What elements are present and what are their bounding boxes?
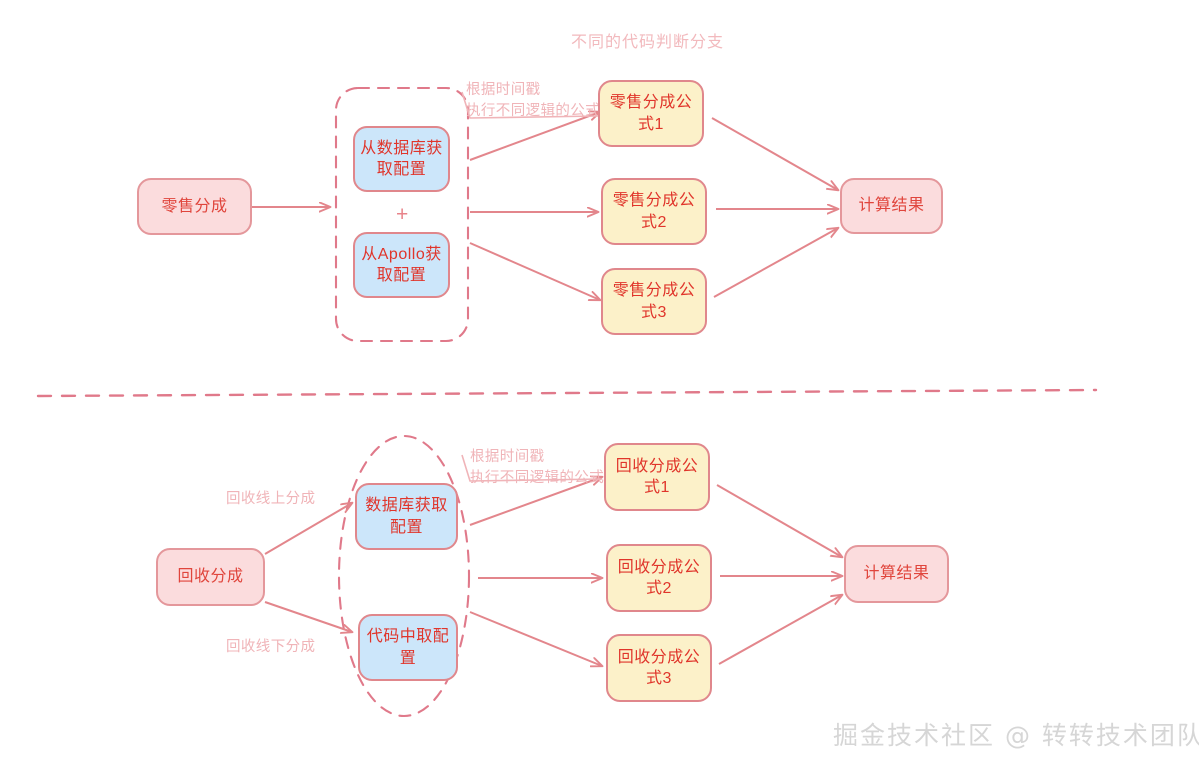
retail-source-node[interactable]: 零售分成	[137, 178, 252, 235]
edge-retail-group-to-formula3	[469, 242, 600, 300]
retail-config-node-apollo[interactable]: 从Apollo获取配置	[353, 232, 450, 298]
retail-config-database-label: 从数据库获取配置	[360, 139, 443, 178]
diagram-title-text: 不同的代码判断分支	[571, 34, 725, 51]
edge-recycle-formula3-to-result	[718, 595, 842, 665]
recycle-formula-1-label: 回收分成公式1	[615, 457, 699, 496]
recycle-formula-2-label: 回收分成公式2	[617, 558, 701, 597]
retail-formula-node-3[interactable]: 零售分成公式3	[601, 268, 707, 335]
recycle-result-node[interactable]: 计算结果	[844, 545, 949, 603]
recycle-config-database-label: 数据库获取配置	[365, 497, 448, 536]
edge-retail-formula1-to-result	[711, 117, 838, 190]
recycle-formula-3-label: 回收分成公式3	[617, 648, 701, 687]
retail-formula-node-2[interactable]: 零售分成公式2	[601, 178, 707, 245]
recycle-annotation: 根据时间戳执行不同逻辑的公式	[470, 449, 605, 487]
retail-result-label: 计算结果	[858, 197, 925, 215]
recycle-config-code-label: 代码中取配置	[366, 628, 450, 667]
section-separator	[36, 388, 1098, 398]
retail-config-apollo-label: 从Apollo获取配置	[361, 245, 442, 284]
recycle-config-node-code[interactable]: 代码中取配置	[358, 614, 458, 681]
retail-formula-3-label: 零售分成公式3	[612, 282, 696, 321]
recycle-formula-node-2[interactable]: 回收分成公式2	[606, 544, 712, 612]
retail-combiner-plus: +	[396, 203, 409, 226]
edge-recycle-group-to-formula3	[469, 611, 602, 666]
recycle-formula-node-1[interactable]: 回收分成公式1	[604, 443, 710, 511]
edge-recycle-formula1-to-result	[716, 484, 842, 557]
recycle-source-node[interactable]: 回收分成	[156, 548, 265, 606]
edge-recycle-source-to-db	[264, 503, 352, 555]
retail-formula-node-1[interactable]: 零售分成公式1	[598, 80, 704, 147]
recycle-formula-node-3[interactable]: 回收分成公式3	[606, 634, 712, 702]
recycle-config-node-database[interactable]: 数据库获取配置	[355, 483, 458, 550]
edge-recycle-source-to-code	[264, 601, 352, 632]
retail-config-node-database[interactable]: 从数据库获取配置	[353, 126, 450, 192]
retail-source-label: 零售分成	[161, 197, 228, 215]
recycle-result-label: 计算结果	[863, 565, 930, 583]
edge-retail-formula3-to-result	[713, 228, 838, 298]
recycle-edge-label-online: 回收线上分成	[226, 491, 316, 507]
retail-formula-2-label: 零售分成公式2	[612, 192, 696, 231]
recycle-edge-label-offline: 回收线下分成	[226, 639, 316, 655]
watermark: 掘金技术社区 @ 转转技术团队	[833, 721, 1199, 750]
retail-formula-1-label: 零售分成公式1	[609, 94, 693, 133]
diagram-title: 不同的代码判断分支	[571, 28, 724, 52]
retail-result-node[interactable]: 计算结果	[840, 178, 943, 234]
retail-annotation: 根据时间戳执行不同逻辑的公式	[466, 82, 601, 120]
recycle-source-label: 回收分成	[177, 568, 244, 586]
